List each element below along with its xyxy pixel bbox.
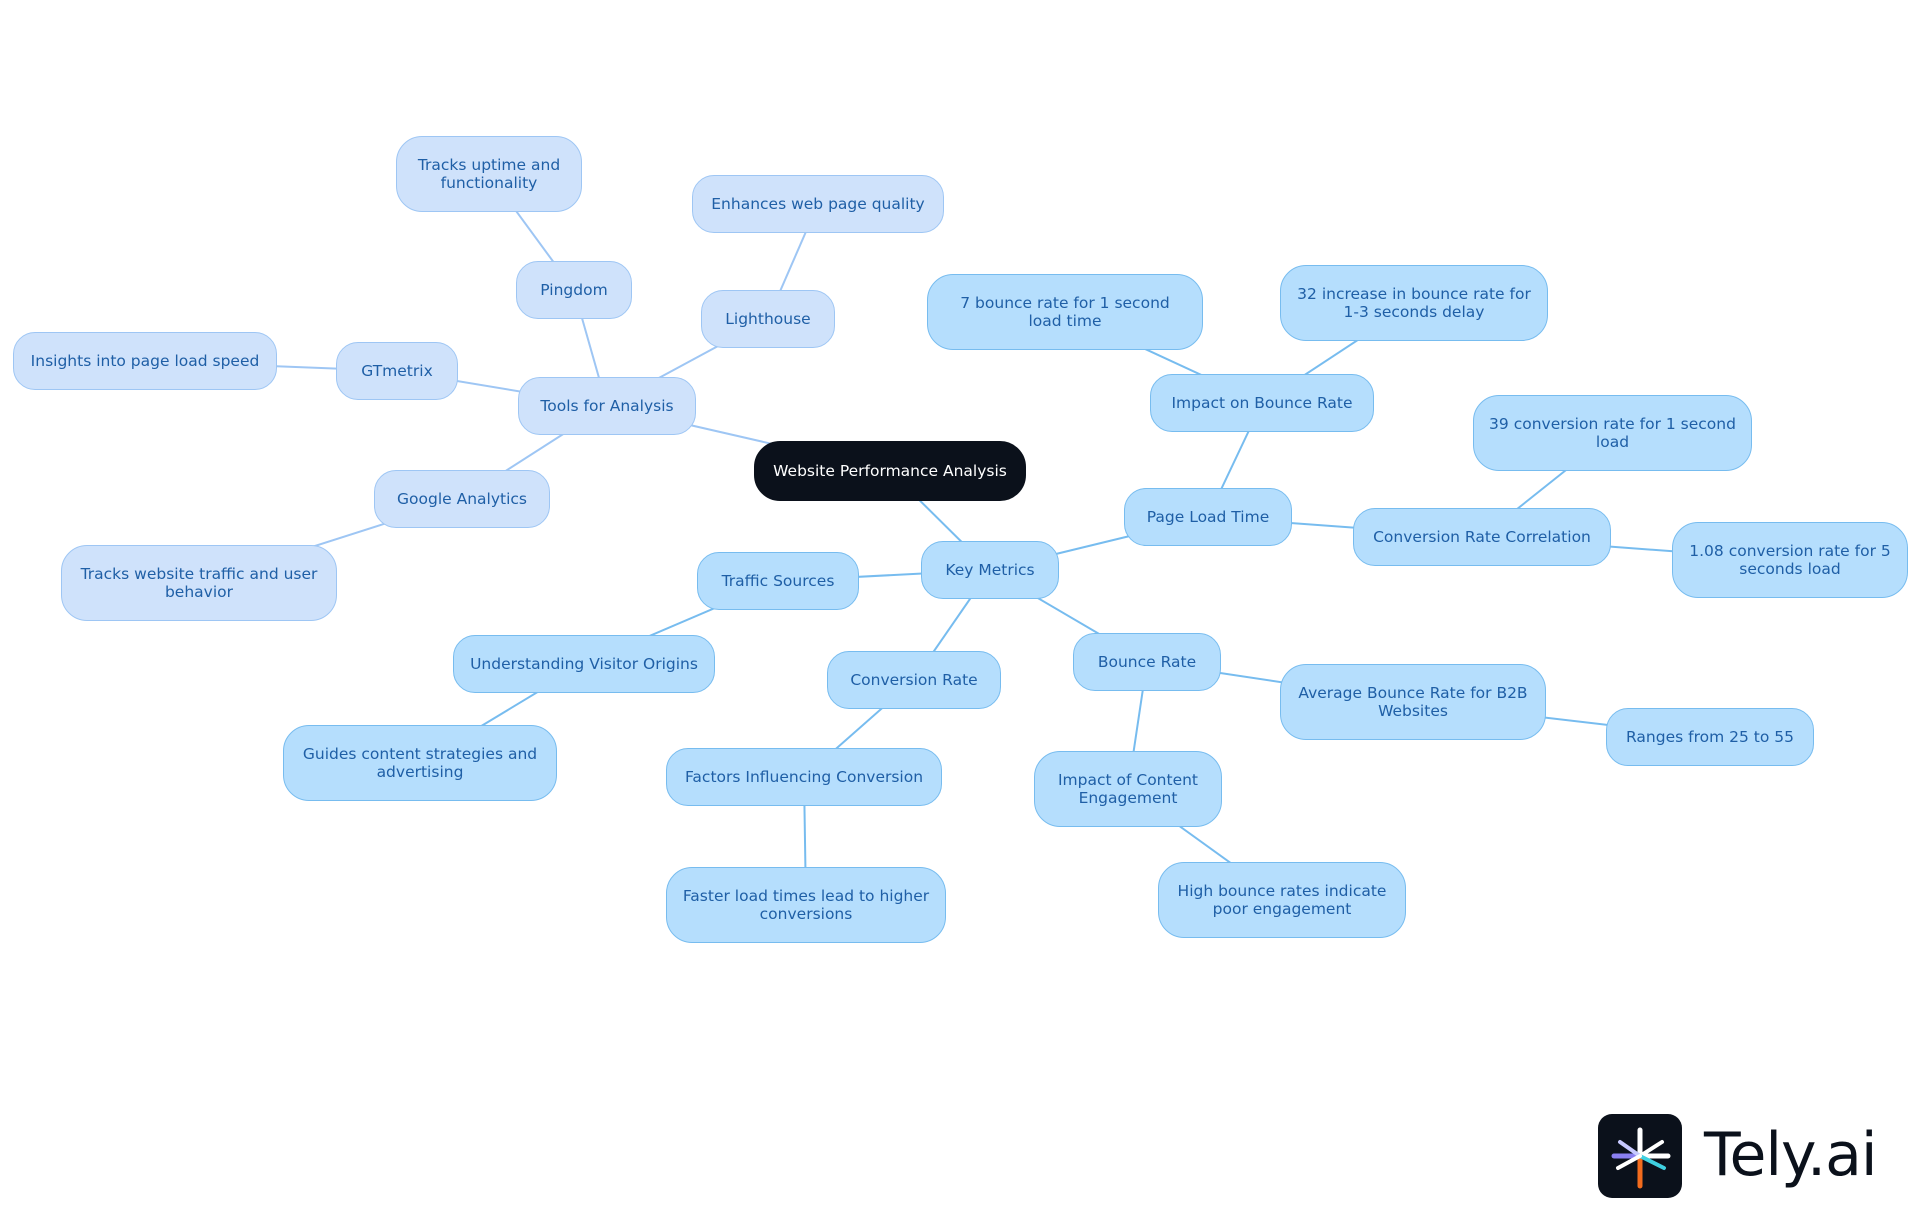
node-conversion-1-second[interactable]: 39 conversion rate for 1 second load (1473, 395, 1752, 471)
brand-name: Tely.ai (1704, 1120, 1878, 1190)
node-bounce-increase-delay[interactable]: 32 increase in bounce rate for 1-3 secon… (1280, 265, 1548, 341)
node-gtmetrix[interactable]: GTmetrix (336, 342, 458, 400)
node-pingdom[interactable]: Pingdom (516, 261, 632, 319)
node-google-analytics[interactable]: Google Analytics (374, 470, 550, 528)
node-traffic-sources[interactable]: Traffic Sources (697, 552, 859, 610)
node-tools-for-analysis[interactable]: Tools for Analysis (518, 377, 696, 435)
node-impact-of-content-engagement[interactable]: Impact of Content Engagement (1034, 751, 1222, 827)
node-key-metrics[interactable]: Key Metrics (921, 541, 1059, 599)
node-lighthouse-description[interactable]: Enhances web page quality (692, 175, 944, 233)
node-conversion-5-seconds[interactable]: 1.08 conversion rate for 5 seconds load (1672, 522, 1908, 598)
node-google-analytics-description[interactable]: Tracks website traffic and user behavior (61, 545, 337, 621)
node-gtmetrix-description[interactable]: Insights into page load speed (13, 332, 277, 390)
node-page-load-time[interactable]: Page Load Time (1124, 488, 1292, 546)
node-bounce-rate[interactable]: Bounce Rate (1073, 633, 1221, 691)
node-high-bounce-rates[interactable]: High bounce rates indicate poor engageme… (1158, 862, 1406, 938)
node-lighthouse[interactable]: Lighthouse (701, 290, 835, 348)
node-guides-content-strategies[interactable]: Guides content strategies and advertisin… (283, 725, 557, 801)
node-factors-influencing-conversion[interactable]: Factors Influencing Conversion (666, 748, 942, 806)
node-conversion-rate[interactable]: Conversion Rate (827, 651, 1001, 709)
node-faster-load-times[interactable]: Faster load times lead to higher convers… (666, 867, 946, 943)
node-average-bounce-rate-b2b[interactable]: Average Bounce Rate for B2B Websites (1280, 664, 1546, 740)
node-conversion-rate-correlation[interactable]: Conversion Rate Correlation (1353, 508, 1611, 566)
node-understanding-visitor-origins[interactable]: Understanding Visitor Origins (453, 635, 715, 693)
tely-spark-icon (1598, 1114, 1682, 1198)
node-impact-on-bounce-rate[interactable]: Impact on Bounce Rate (1150, 374, 1374, 432)
root-node[interactable]: Website Performance Analysis (754, 441, 1026, 501)
node-bounce-1-second[interactable]: 7 bounce rate for 1 second load time (927, 274, 1203, 350)
tely-logo: Tely.ai (1598, 1114, 1888, 1198)
node-ranges-25-to-55[interactable]: Ranges from 25 to 55 (1606, 708, 1814, 766)
node-pingdom-description[interactable]: Tracks uptime and functionality (396, 136, 582, 212)
